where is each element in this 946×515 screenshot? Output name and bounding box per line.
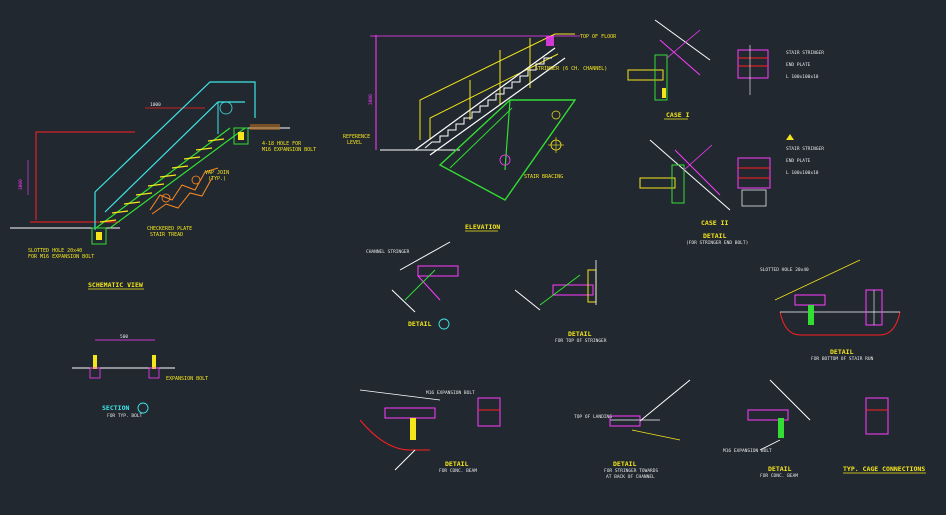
reference-level-label: REFERENCE	[343, 134, 370, 140]
case-2-detail: STAIR STRINGER END PLATE L 100x100x10 CA…	[639, 134, 824, 246]
slotted-label: SLOTTED HOLE 20x40	[28, 248, 82, 254]
detail-bottom-title: DETAIL	[830, 348, 854, 356]
vap-joint-label: VAP JOIN	[205, 170, 229, 176]
case1-angle-label: L 100x100x10	[786, 74, 819, 80]
schematic-view: 3000 1000 4-18 HOLE FOR M16 EXPANSION BO…	[10, 81, 316, 290]
hole-bolt-label-2: M16 EXPANSION BOLT	[262, 147, 316, 153]
case2-end-plate-label: END PLATE	[786, 158, 811, 164]
elevation-view: 3000 TOP OF FLOOR STRINGER (6 CH. CHANNE…	[343, 33, 617, 232]
section-bolt-label: EXPANSION BOLT	[166, 376, 208, 382]
hole-bolt-label: 4-18 HOLE FOR	[262, 141, 302, 147]
detail-stringer-subtitle: (FOR STRINGER END BOLT)	[686, 240, 748, 246]
case-2-title: CASE II	[701, 219, 728, 227]
cage-connections-title: TYP. CAGE CONNECTIONS	[843, 465, 925, 473]
detail-top-stringer: DETAIL FOR TOP OF STRINGER	[514, 260, 607, 344]
section-subtitle: FOR TYP. BOLT	[107, 413, 143, 419]
detail-top-subtitle: FOR TOP OF STRINGER	[555, 338, 607, 344]
svg-text:1000: 1000	[150, 102, 161, 108]
section-title: SECTION	[102, 404, 129, 412]
detail-bottom-subtitle: FOR BOTTOM OF STAIR RUN	[811, 356, 874, 362]
detail-bottom-stair: SLOTTED HOLE 20x40 DETAIL FOR BOTTOM OF …	[760, 259, 901, 362]
svg-text:3000: 3000	[18, 179, 24, 190]
case2-angle-label: L 100x100x10	[786, 170, 819, 176]
case1-stringer-label: STAIR STRINGER	[786, 50, 824, 56]
bottom-slotted-label: SLOTTED HOLE 20x40	[760, 267, 809, 273]
detail-conc-beam: M16 EXPANSION BOLT DETAIL FOR CONC. BEAM	[359, 389, 501, 474]
detail-beam-subtitle: FOR CONC. BEAM	[439, 468, 477, 474]
detail-conc-subtitle: FOR CONC. BEAM	[760, 473, 798, 479]
detail-beam-title: DETAIL	[445, 460, 469, 468]
stair-bracing-title: STAIR BRACING	[524, 174, 563, 180]
detail-channel-stringer: CHANNEL STRINGER DETAIL	[366, 241, 459, 330]
case-1-title: CASE I	[666, 111, 690, 119]
section-a: 500 EXPANSION BOLT SECTION FOR TYP. BOLT	[72, 334, 208, 419]
case-1-detail: STAIR STRINGER END PLATE L 100x100x10 CA…	[627, 19, 824, 120]
detail-channel-back: TOP OF LANDING DETAIL FOR STRINGER TOWAR…	[574, 379, 691, 480]
checkered-label-2: STAIR TREAD	[150, 232, 183, 238]
svg-text:3000: 3000	[368, 94, 374, 105]
case2-stringer-label: STAIR STRINGER	[786, 146, 824, 152]
detail-a-title: DETAIL	[408, 320, 432, 328]
detail-conc-beam-2: M16 EXPANSION BOLT DETAIL FOR CONC. BEAM…	[723, 379, 926, 479]
conc-bolt-label: M16 EXPANSION BOLT	[426, 390, 475, 396]
slotted-label-2: FOR M16 EXPANSION BOLT	[28, 254, 94, 260]
schematic-view-title: SCHEMATIC VIEW	[88, 281, 143, 289]
stringer-label: STRINGER (6 CH. CHANNEL)	[535, 66, 607, 72]
top-of-floor-label: TOP OF FLOOR	[580, 34, 617, 40]
detail-stringer-title: DETAIL	[703, 232, 727, 240]
reference-level-label-2: LEVEL	[347, 140, 362, 146]
channel-stringer-label: CHANNEL STRINGER	[366, 249, 410, 255]
case1-end-plate-label: END PLATE	[786, 62, 811, 68]
detail-channel-subtitle: FOR STRINGER TOWARDS	[604, 468, 658, 474]
detail-top-title: DETAIL	[568, 330, 592, 338]
detail-conc-title: DETAIL	[768, 465, 792, 473]
vap-typ-label: (TYP.)	[208, 176, 226, 182]
section-dim-label: 500	[120, 334, 128, 340]
detail-channel-title: DETAIL	[613, 460, 637, 468]
conc2-bolt-label: M16 EXPANSION BOLT	[723, 448, 772, 454]
landing-label: TOP OF LANDING	[574, 414, 612, 420]
elevation-title: ELEVATION	[465, 223, 500, 231]
detail-channel-subtitle-2: AT BACK OF CHANNEL	[606, 474, 655, 480]
checkered-label: CHECKERED PLATE	[147, 226, 192, 232]
